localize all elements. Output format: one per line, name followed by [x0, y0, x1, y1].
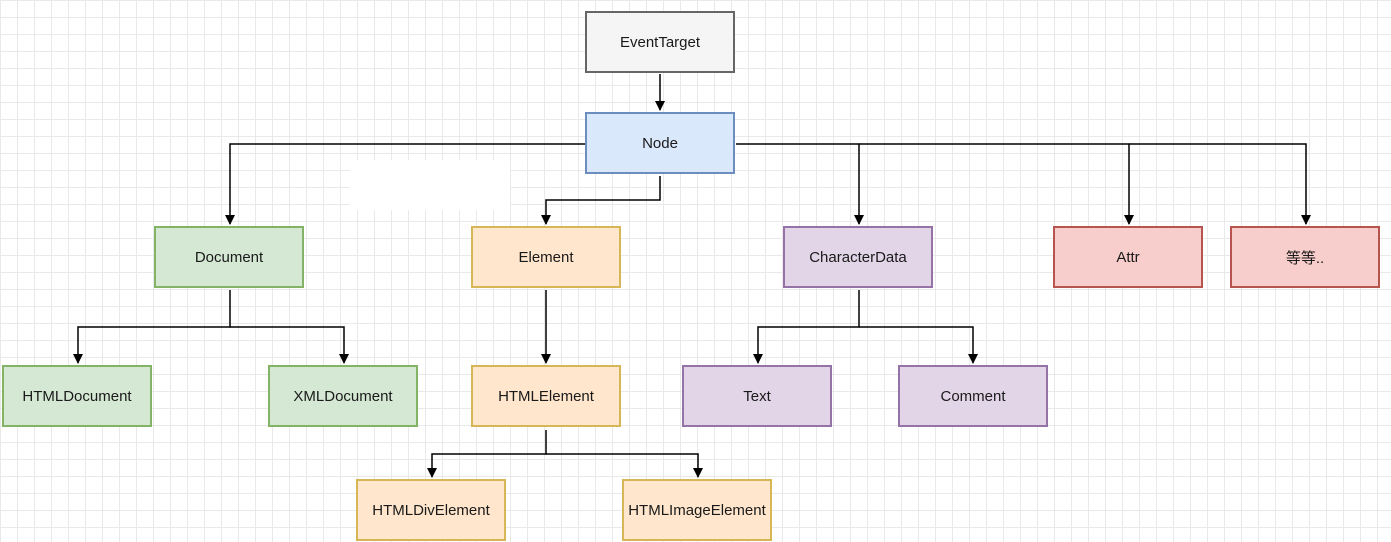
node-attr[interactable]: Attr — [1053, 226, 1203, 288]
edge-characterdata-comment — [859, 326, 978, 364]
node-htmldocument[interactable]: HTMLDocument — [2, 365, 152, 427]
edge-node-document — [225, 143, 585, 225]
node-eventtarget[interactable]: EventTarget — [585, 11, 735, 73]
node-htmlelement[interactable]: HTMLElement — [471, 365, 621, 427]
node-document[interactable]: Document — [154, 226, 304, 288]
edge-document-htmldocument — [73, 290, 231, 364]
edge-node-element — [541, 176, 661, 225]
edge-htmlelement-htmlimageelement — [546, 453, 703, 478]
edge-node-characterdata — [736, 143, 864, 225]
node-htmlimageelement[interactable]: HTMLImageElement — [622, 479, 772, 541]
edge-htmlelement-htmldivelement — [427, 430, 547, 478]
edge-document-xmldocument — [230, 326, 349, 364]
node-node[interactable]: Node — [585, 112, 735, 174]
node-characterdata[interactable]: CharacterData — [783, 226, 933, 288]
node-htmldivelement[interactable]: HTMLDivElement — [356, 479, 506, 541]
node-element[interactable]: Element — [471, 226, 621, 288]
node-etc[interactable]: 等等.. — [1230, 226, 1380, 288]
edge-characterdata-text — [753, 290, 860, 364]
blank-overlay — [350, 160, 510, 210]
node-comment[interactable]: Comment — [898, 365, 1048, 427]
node-text[interactable]: Text — [682, 365, 832, 427]
node-xmldocument[interactable]: XMLDocument — [268, 365, 418, 427]
edge-node-attr — [859, 143, 1134, 225]
edge-node-etc — [1129, 143, 1311, 225]
